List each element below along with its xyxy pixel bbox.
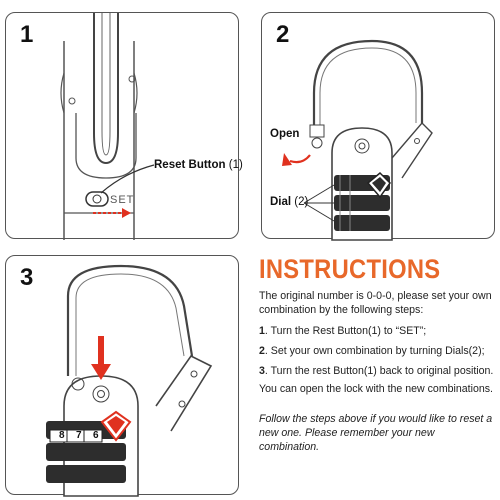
instructions-title: INSTRUCTIONS <box>259 254 441 284</box>
lock-open-illustration <box>282 39 433 241</box>
step-1-number: 1 <box>20 21 34 48</box>
step-1-panel: 1 Reset Button (1) SET <box>5 12 243 240</box>
step-3-panel: 3 8 7 6 <box>5 255 239 497</box>
dial-digit-1: 8 <box>59 430 65 441</box>
instruction-step-2: 2. Set your own combination by turning D… <box>259 345 485 357</box>
instructions-intro: The original number is 0-0-0, please set… <box>259 290 492 316</box>
instructions-note: Follow the steps above if you would like… <box>259 413 493 453</box>
step-3-number: 3 <box>20 264 34 291</box>
lock-reset-illustration <box>60 13 155 240</box>
instruction-step-3: 3. Turn the rest Button(1) back to origi… <box>259 365 494 377</box>
open-label: Open <box>270 128 300 140</box>
dial-label: Dial (2) <box>270 196 309 208</box>
lock-reset-back-illustration <box>46 264 213 497</box>
dial-digit-3: 6 <box>93 430 99 441</box>
step-2-panel: 2 Open Dial (2) <box>261 12 495 241</box>
set-engraving: SET <box>110 194 135 206</box>
dial-digit-2: 7 <box>76 430 82 441</box>
instructions-after: You can open the lock with the new combi… <box>259 383 493 395</box>
step-2-number: 2 <box>276 21 290 48</box>
instruction-step-1: 1. Turn the Rest Button(1) to “SET”; <box>259 325 427 337</box>
reset-button-label: Reset Button (1) <box>154 159 243 171</box>
